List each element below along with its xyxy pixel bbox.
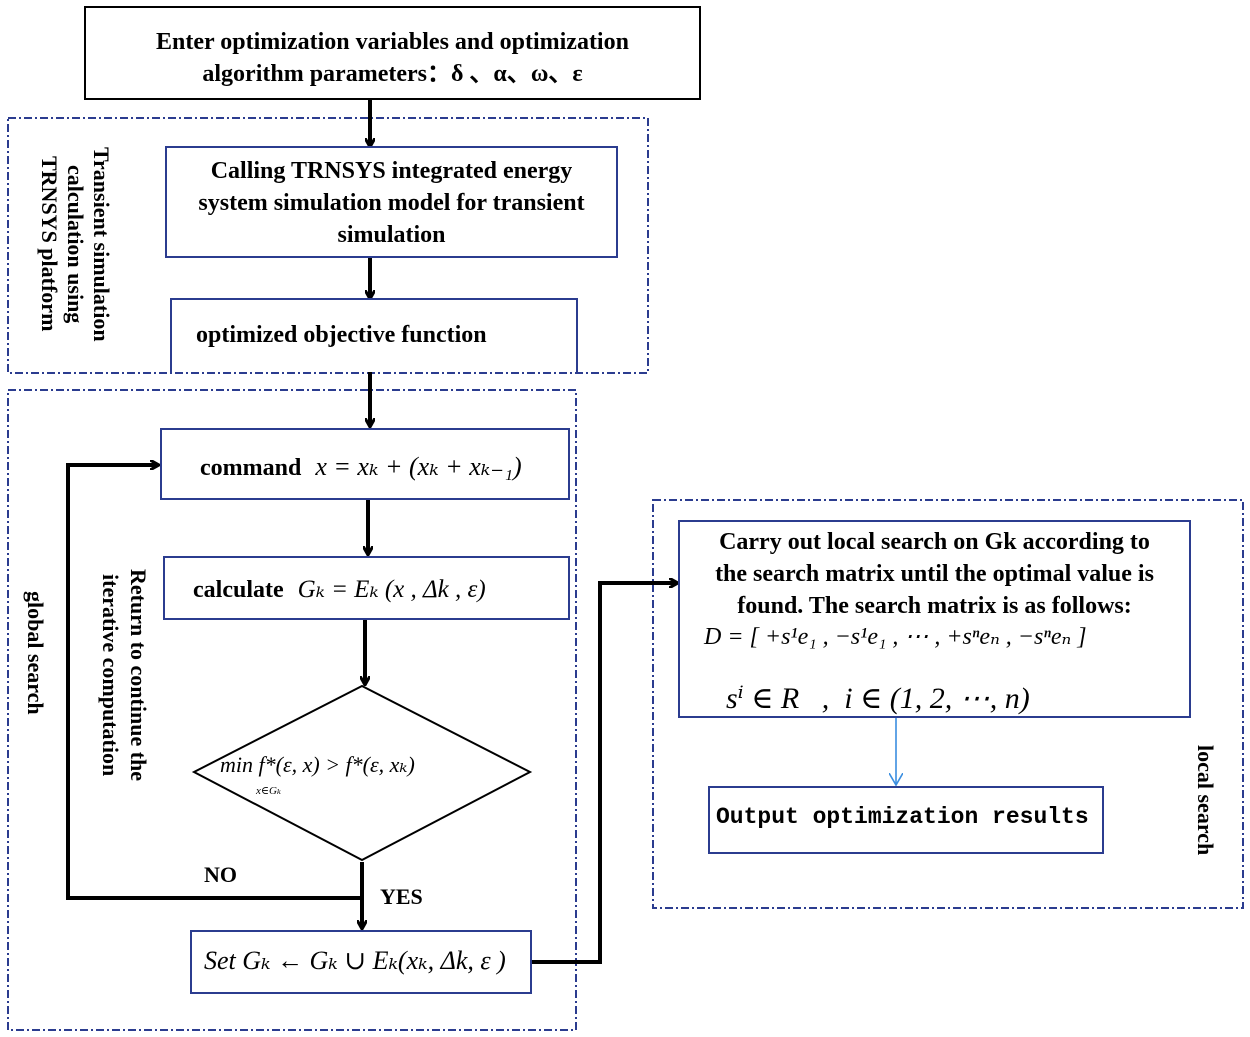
local-search-box: Carry out local search on Gk according t… <box>678 520 1191 718</box>
arrow-set-to-local-search <box>532 583 677 964</box>
global-search-region-border <box>7 389 577 1031</box>
calculate-box: calculate Gₖ = Eₖ (x , Δk , ε) <box>163 556 570 620</box>
decision-diamond <box>191 684 533 862</box>
yes-branch-label: YES <box>380 884 423 909</box>
trnsys-region-label: Transient simulation calculation using T… <box>36 124 114 364</box>
trnsys-label-line-1: Transient simulation <box>89 146 114 342</box>
input-line-1: Enter optimization variables and optimiz… <box>156 29 629 55</box>
global-search-label: global search <box>23 591 48 715</box>
output-results-box: Output optimization results <box>708 786 1104 854</box>
no-branch-label: NO <box>204 862 237 887</box>
output-text: Output optimization results <box>716 804 1089 830</box>
local-search-label: local search <box>1193 745 1218 856</box>
trnsys-box-line-2: system simulation model for transient <box>198 190 585 216</box>
decision-formula: min f*(ε, x) > f*(ε, xₖ) <box>220 752 415 777</box>
set-formula: Set Gₖ ← Gₖ ∪ Eₖ(xₖ, Δk, ε ) <box>204 946 506 975</box>
calculate-prefix: calculate <box>193 577 284 603</box>
objective-text: optimized objective function <box>196 322 487 348</box>
trnsys-box-line-3: simulation <box>337 222 446 248</box>
command-prefix: command <box>200 455 302 481</box>
local-search-region-border <box>652 499 1244 909</box>
command-formula: x = xₖ + (xₖ + xₖ₋₁) <box>315 452 522 481</box>
calculate-formula: Gₖ = Eₖ (x , Δk , ε) <box>297 576 486 603</box>
return-label-line-1: Return to continue the <box>126 568 151 782</box>
set-update-box: Set Gₖ ← Gₖ ∪ Eₖ(xₖ, Δk, ε ) <box>190 930 532 994</box>
trnsys-label-line-2: calculation using <box>63 164 88 324</box>
arrow-no-loop <box>66 465 362 900</box>
local-box-line-1: Carry out local search on Gk according t… <box>719 529 1150 555</box>
decision-subscript: x∈Gₖ <box>256 785 281 797</box>
command-box: command x = xₖ + (xₖ + xₖ₋₁) <box>160 428 570 500</box>
objective-function-box: optimized objective function <box>170 298 578 372</box>
trnsys-box-line-1: Calling TRNSYS integrated energy <box>210 158 573 184</box>
trnsys-simulation-box: Calling TRNSYS integrated energy system … <box>165 146 618 258</box>
trnsys-region-border <box>7 117 649 374</box>
local-box-line-3: found. The search matrix is as follows: <box>737 593 1132 619</box>
input-parameters-box: Enter optimization variables and optimiz… <box>84 6 701 100</box>
input-line-2: algorithm parameters：δ 、α、ω、ε <box>202 61 583 87</box>
local-box-line-2: the search matrix until the optimal valu… <box>715 561 1154 587</box>
search-set-formula: sⁱ ∈ R , i ∈ (1, 2, ⋯, n) <box>726 682 1030 715</box>
trnsys-label-line-3: TRNSYS platform <box>37 156 62 332</box>
search-matrix-formula: D = [ +s¹e₁ , −s¹e₁ , ⋯ , +sⁿeₙ , −sⁿeₙ … <box>704 624 1087 650</box>
return-iterative-label: Return to continue the iterative computa… <box>96 540 152 810</box>
return-label-line-2: iterative computation <box>98 573 123 777</box>
